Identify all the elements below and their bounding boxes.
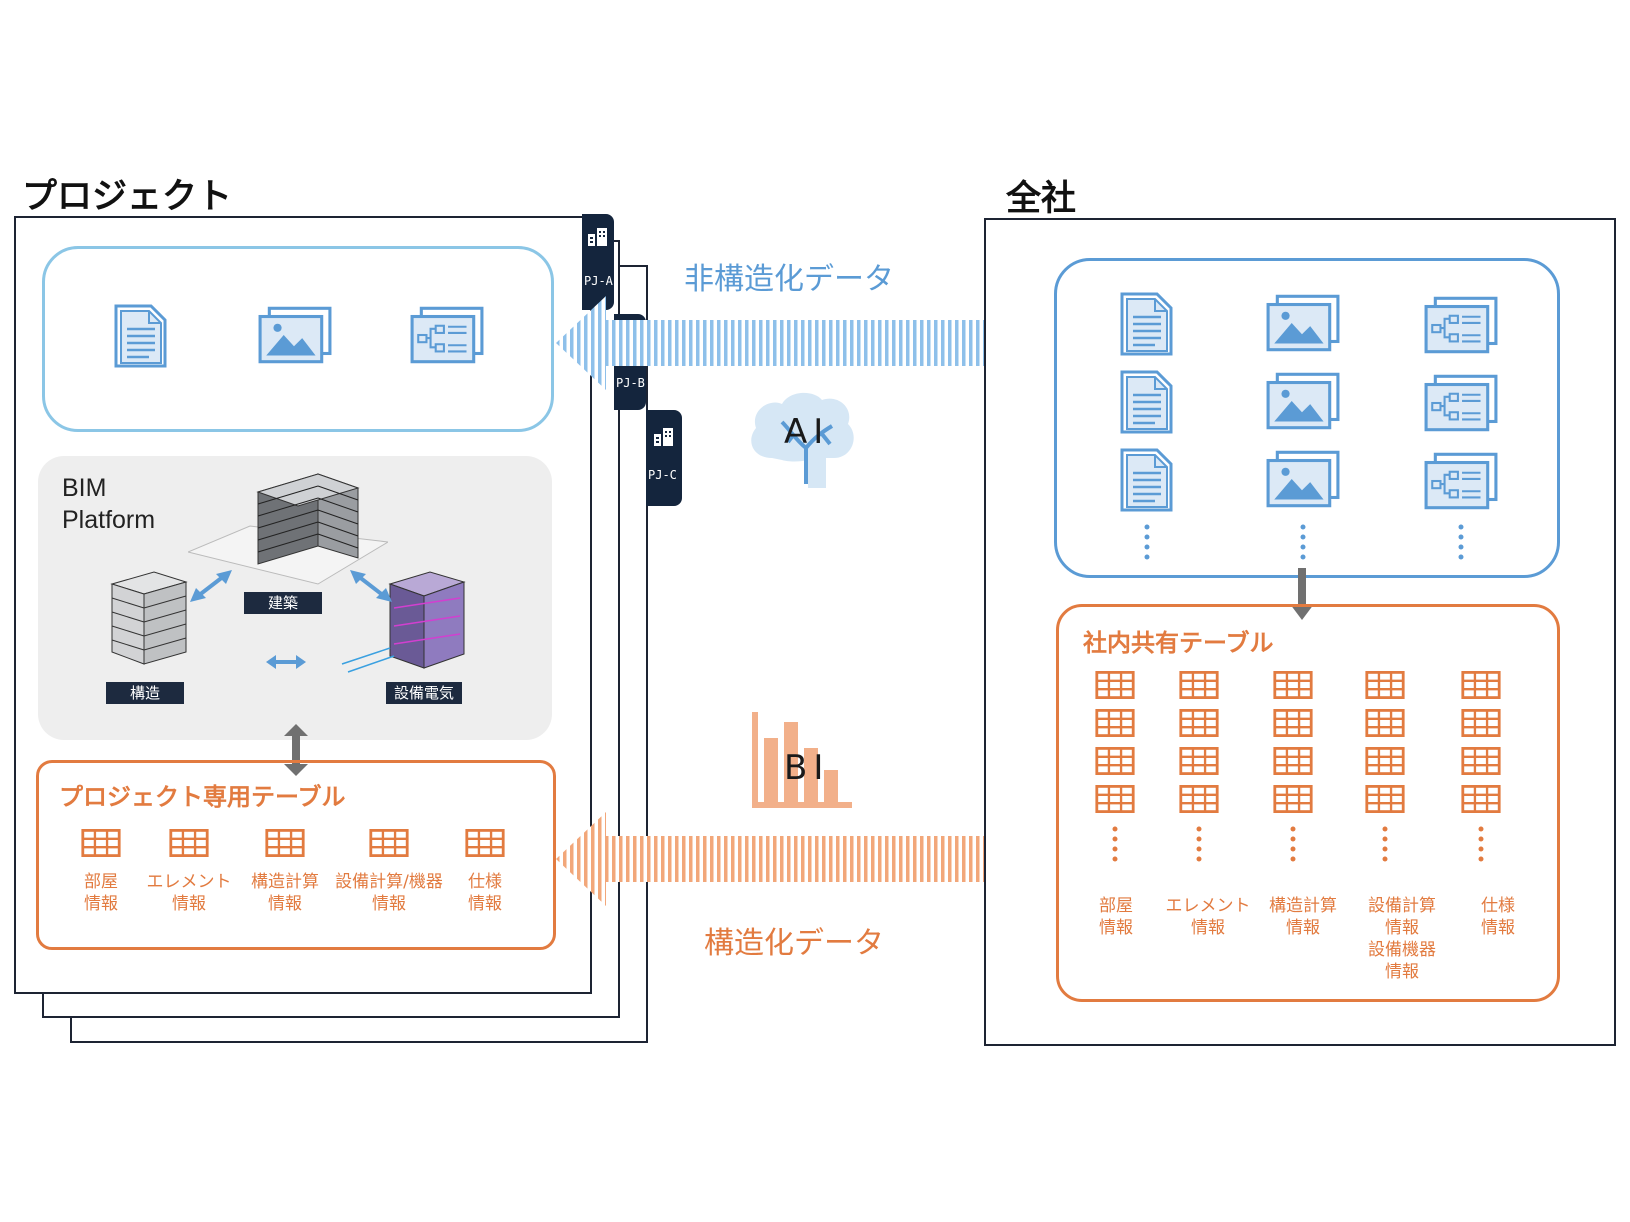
ellipsis-dots <box>1478 826 1484 862</box>
ellipsis-dots <box>1144 524 1150 560</box>
image-icon <box>257 305 333 365</box>
table-icon <box>1273 747 1313 775</box>
table-icon <box>1179 747 1219 775</box>
project-table-item-label: エレメント情報 <box>146 872 232 914</box>
table-icon <box>1461 785 1501 813</box>
table-icon <box>265 829 305 857</box>
down-arrow-icon <box>1290 568 1314 620</box>
document-icon <box>1119 367 1179 437</box>
building-icon <box>652 424 676 448</box>
image-icon <box>1265 449 1341 509</box>
flowchart-icon <box>1423 451 1499 511</box>
company-table-item-label: 仕様情報 <box>1481 896 1515 938</box>
bim-title-line1: BIM <box>62 474 107 502</box>
flowchart-icon <box>1423 295 1499 355</box>
company-table-item-label: 部屋情報 <box>1099 896 1133 938</box>
project-heading: プロジェクト <box>22 177 233 217</box>
company-frame <box>984 218 1616 1046</box>
architecture-model-image <box>188 473 388 585</box>
table-icon <box>1273 671 1313 699</box>
flowchart-icon <box>1423 373 1499 433</box>
table-icon <box>1095 747 1135 775</box>
bi-label: BI <box>784 748 830 788</box>
table-icon <box>1461 747 1501 775</box>
bim-title-line2: Platform <box>62 506 156 534</box>
table-icon <box>369 829 409 857</box>
table-icon <box>1179 671 1219 699</box>
ellipsis-dots <box>1112 826 1118 862</box>
bim-arch-label: 建築 <box>244 592 322 614</box>
company-unstructured-area <box>1054 258 1560 578</box>
pj-tab-label: PJ-A <box>584 274 613 288</box>
structured-data-arrow <box>556 812 1050 906</box>
double-arrow-icon <box>350 570 392 602</box>
table-icon <box>1095 709 1135 737</box>
ellipsis-dots <box>1382 826 1388 862</box>
project-table-item-label: 構造計算情報 <box>251 872 319 914</box>
ellipsis-dots <box>1290 826 1296 862</box>
unstructured-data-label: 非構造化データ <box>684 262 894 297</box>
structured-data-label: 構造化データ <box>704 926 884 961</box>
company-table-item-label: 設備計算情報 設備機器情報 <box>1368 896 1436 982</box>
company-heading: 全社 <box>1006 179 1077 219</box>
ellipsis-dots <box>1300 524 1306 560</box>
bar-chart-icon <box>752 712 852 808</box>
ellipsis-dots <box>1196 826 1202 862</box>
brain-icon <box>751 392 854 488</box>
project-unstructured-area <box>42 246 554 432</box>
table-icon <box>81 829 121 857</box>
table-icon <box>1365 747 1405 775</box>
flowchart-icon <box>409 305 485 365</box>
table-icon <box>1365 785 1405 813</box>
pj-tab-c: PJ-C <box>646 410 682 506</box>
vertical-double-arrow-icon <box>284 724 308 776</box>
double-arrow-icon <box>266 655 306 669</box>
unstructured-data-arrow <box>556 296 1050 390</box>
pj-tab-a: PJ-A <box>582 214 614 310</box>
company-table-item-label: 構造計算情報 <box>1269 896 1337 938</box>
project-table-box: プロジェクト専用テーブル 部屋情報 エレメント情報 構造計算情報 設備計算/機器… <box>36 760 556 950</box>
table-icon <box>1095 671 1135 699</box>
ellipsis-dots <box>1458 524 1464 560</box>
bim-struct-label: 構造 <box>106 682 184 704</box>
bim-mep-label: 設備電気 <box>386 682 462 704</box>
bim-title: BIM Platform <box>62 472 155 536</box>
ai-label: AI <box>784 412 830 452</box>
project-table-item-label: 部屋情報 <box>84 872 118 914</box>
image-icon <box>1265 371 1341 431</box>
pj-tab-label: PJ-C <box>648 468 677 482</box>
mep-model-image <box>341 571 466 673</box>
project-table-title: プロジェクト専用テーブル <box>59 783 346 811</box>
pj-tab-label: PJ-B <box>616 376 645 390</box>
building-icon <box>586 224 610 248</box>
double-arrow-icon <box>190 570 232 602</box>
bim-platform-panel: BIM Platform 建築 構造 <box>38 456 552 740</box>
table-icon <box>465 829 505 857</box>
company-table-title: 社内共有テーブル <box>1083 629 1274 657</box>
image-icon <box>1265 293 1341 353</box>
table-icon <box>1365 709 1405 737</box>
table-icon <box>1273 709 1313 737</box>
table-icon <box>169 829 209 857</box>
table-icon <box>1461 671 1501 699</box>
project-table-item-label: 設備計算/機器情報 <box>335 872 443 914</box>
table-icon <box>1365 671 1405 699</box>
table-icon <box>1273 785 1313 813</box>
document-icon <box>113 301 173 371</box>
project-table-item-label: 仕様情報 <box>468 872 502 914</box>
document-icon <box>1119 289 1179 359</box>
table-icon <box>1095 785 1135 813</box>
table-icon <box>1179 785 1219 813</box>
document-icon <box>1119 445 1179 515</box>
company-table-box: 社内共有テーブル 部屋情報 エレメント情報 構造計算情報 設備計算情報 設備機器… <box>1056 604 1560 1002</box>
structure-model-image <box>110 571 188 665</box>
company-table-item-label: エレメント情報 <box>1165 896 1251 938</box>
table-icon <box>1179 709 1219 737</box>
table-icon <box>1461 709 1501 737</box>
